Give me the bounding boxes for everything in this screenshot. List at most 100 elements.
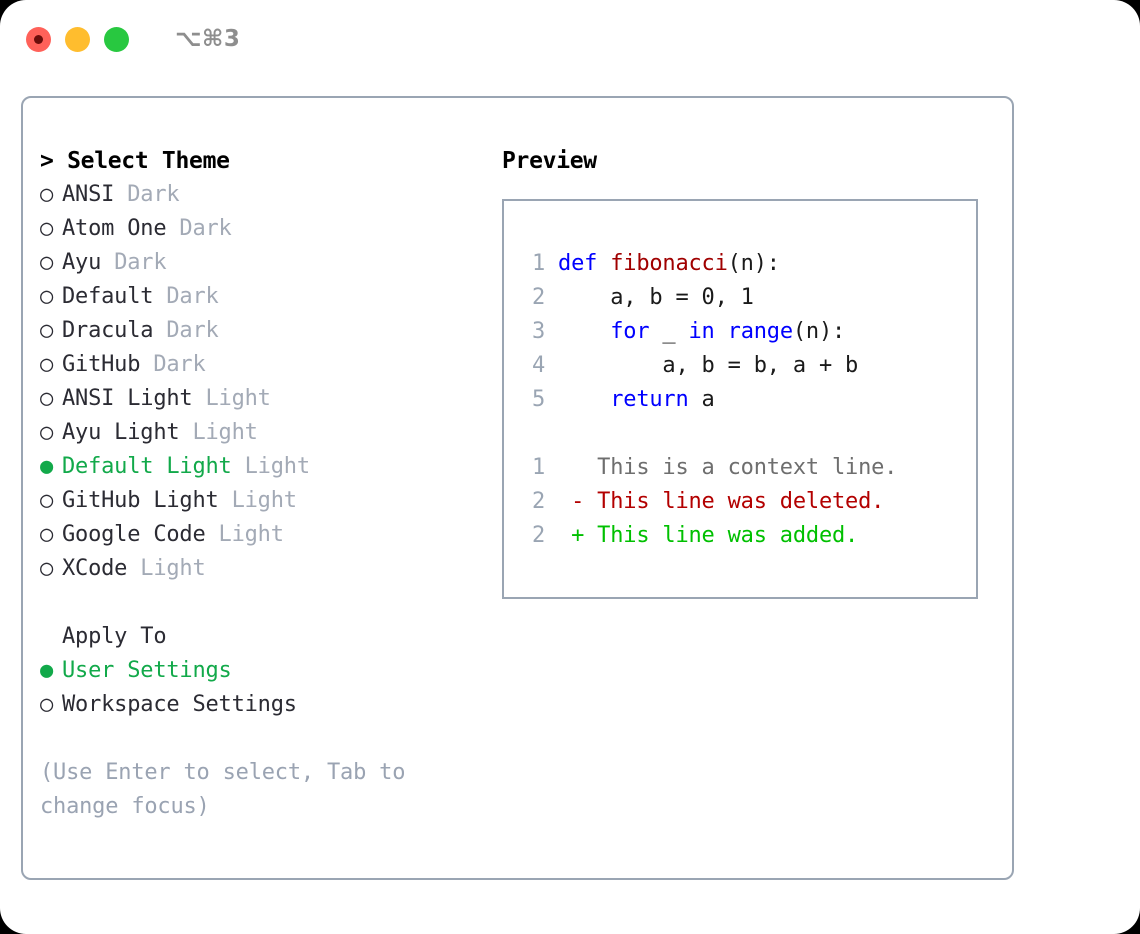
- theme-variant-tag: Light: [218, 522, 284, 547]
- diff-line: 2 - This line was deleted.: [521, 485, 976, 519]
- label-space: [232, 454, 245, 479]
- apply-to-list[interactable]: ●User Settings ○ Workspace Settings: [40, 654, 490, 722]
- code-line: 2 a, b = 0, 1: [521, 281, 976, 315]
- theme-variant-tag: Dark: [127, 182, 180, 207]
- radio-unselected-icon: ○: [40, 284, 54, 309]
- theme-name-label: Google Code: [62, 522, 206, 547]
- code-line: 1 def fibonacci(n):: [521, 247, 976, 281]
- line-number: 2: [531, 285, 545, 310]
- apply-to-item[interactable]: ●User Settings: [40, 654, 490, 688]
- theme-variant-tag: Light: [140, 556, 206, 581]
- close-pip-icon: [34, 34, 43, 44]
- theme-variant-tag: Light: [205, 386, 271, 411]
- gutter-space: [545, 353, 558, 378]
- theme-list-item[interactable]: ○ Google Code Light: [40, 518, 490, 552]
- theme-list-item[interactable]: ●Default Light Light: [40, 450, 490, 484]
- line-number: 2: [531, 523, 545, 548]
- theme-variant-tag: Dark: [166, 318, 219, 343]
- theme-list-item[interactable]: ○ GitHub Dark: [40, 348, 490, 382]
- radio-unselected-icon: ○: [40, 318, 54, 343]
- theme-name-label: Dracula: [62, 318, 154, 343]
- gutter-space: [545, 285, 558, 310]
- label-space: [114, 182, 127, 207]
- line-number: 1: [531, 455, 545, 480]
- theme-list[interactable]: ○ANSI Dark○Atom One Dark○Ayu Dark○Defaul…: [40, 178, 490, 586]
- theme-name-label: Atom One: [62, 216, 167, 241]
- theme-name-label: GitHub: [62, 352, 141, 377]
- diff-text: This is a context line.: [545, 455, 898, 480]
- code-token: _: [649, 319, 689, 344]
- code-token: range: [727, 319, 793, 344]
- radio-unselected-icon: ○: [40, 692, 54, 717]
- theme-name-label: ANSI: [62, 182, 115, 207]
- code-token: a, b = b, a + b: [558, 353, 859, 378]
- theme-list-item[interactable]: ○Atom One Dark: [40, 212, 490, 246]
- radio-unselected-icon: ○: [40, 386, 54, 411]
- main-panel: > Select Theme ○ANSI Dark○Atom One Dark○…: [21, 96, 1014, 880]
- theme-name-label: ANSI Light: [62, 386, 193, 411]
- line-number: 5: [531, 387, 545, 412]
- theme-variant-tag: Dark: [166, 284, 219, 309]
- radio-unselected-icon: ○: [40, 352, 54, 377]
- minimize-button-icon[interactable]: [65, 26, 90, 52]
- radio-unselected-icon: ○: [40, 556, 54, 581]
- theme-name-label: Default: [62, 284, 154, 309]
- code-line: 4 a, b = b, a + b: [521, 349, 976, 383]
- radio-unselected-icon: ○: [40, 182, 54, 207]
- code-token: (n):: [792, 319, 846, 344]
- label-space: [219, 488, 232, 513]
- radio-selected-icon: ●: [40, 658, 54, 683]
- label-space: [166, 216, 179, 241]
- theme-list-item[interactable]: ○ Default Dark: [40, 280, 490, 314]
- code-token: (n):: [727, 251, 780, 276]
- gutter-space: [545, 387, 558, 412]
- label-space: [179, 420, 192, 445]
- diff-line: 2 + This line was added.: [521, 519, 976, 553]
- apply-to-item[interactable]: ○ Workspace Settings: [40, 688, 490, 722]
- theme-selector-column: > Select Theme ○ANSI Dark○Atom One Dark○…: [40, 144, 490, 824]
- theme-list-item[interactable]: ○GitHub Light Light: [40, 484, 490, 518]
- theme-variant-tag: Dark: [114, 250, 167, 275]
- code-token: in: [688, 319, 715, 344]
- radio-unselected-icon: ○: [40, 488, 54, 513]
- apply-to-label: Workspace Settings: [62, 692, 297, 717]
- theme-name-label: Ayu: [62, 250, 102, 275]
- code-token: def: [558, 251, 611, 276]
- keyboard-shortcut-label: ⌥⌘3: [175, 26, 241, 52]
- theme-name-label: Default Light: [62, 454, 232, 479]
- close-button-icon[interactable]: [26, 26, 51, 52]
- label-space: [192, 386, 205, 411]
- label-space: [153, 284, 166, 309]
- code-token: [558, 319, 610, 344]
- maximize-button-icon[interactable]: [104, 26, 129, 52]
- theme-list-item[interactable]: ○Ayu Dark: [40, 246, 490, 280]
- theme-list-item[interactable]: ○ ANSI Light Light: [40, 382, 490, 416]
- gutter-space: [545, 319, 558, 344]
- code-diff-spacer: [504, 417, 976, 451]
- code-line: 3 for _ in range(n):: [521, 315, 976, 349]
- theme-variant-tag: Light: [231, 488, 297, 513]
- preview-label: Preview: [502, 148, 597, 174]
- label-space: [153, 318, 166, 343]
- theme-list-item[interactable]: ○ ANSI Dark: [40, 178, 490, 212]
- line-number: 4: [531, 353, 545, 378]
- line-number: 2: [531, 489, 545, 514]
- radio-unselected-icon: ○: [40, 420, 54, 445]
- preview-column: Preview 1 def fibonacci(n):2 a, b = 0, 1…: [502, 144, 992, 599]
- theme-list-item[interactable]: ○ Dracula Dark: [40, 314, 490, 348]
- code-token: a: [688, 387, 715, 412]
- code-token: for: [610, 319, 650, 344]
- theme-list-item[interactable]: ○Ayu Light Light: [40, 416, 490, 450]
- code-token: fibonacci: [610, 251, 728, 276]
- section-spacer: [40, 586, 490, 620]
- theme-variant-tag: Dark: [153, 352, 206, 377]
- line-number: 1: [531, 251, 545, 276]
- code-token: [715, 319, 728, 344]
- radio-unselected-icon: ○: [40, 522, 54, 547]
- theme-list-item[interactable]: ○XCode Light: [40, 552, 490, 586]
- label-space: [127, 556, 140, 581]
- label-space: [206, 522, 219, 547]
- diff-text: - This line was deleted.: [545, 489, 885, 514]
